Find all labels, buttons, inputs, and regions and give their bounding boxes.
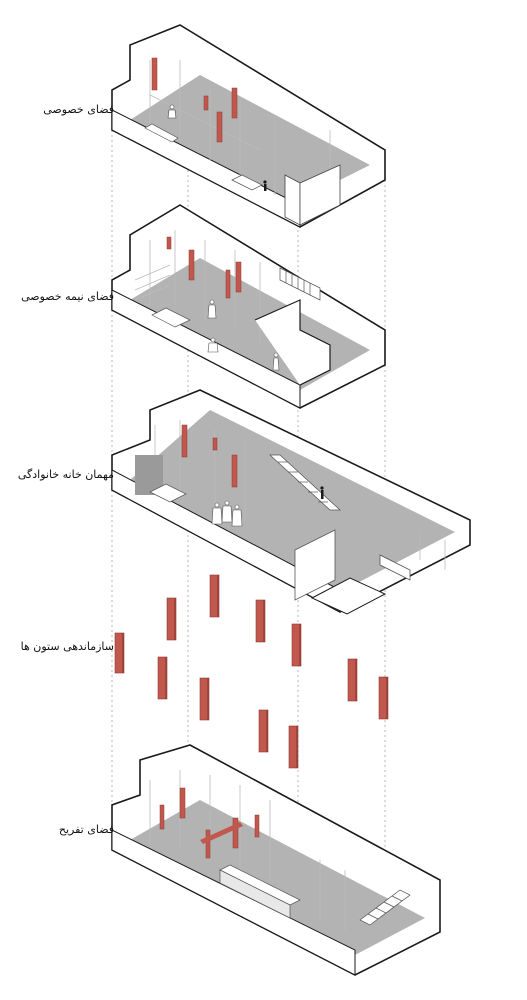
red-column xyxy=(159,787,260,859)
level-column-organization xyxy=(114,574,389,769)
person-figure-icon xyxy=(211,500,243,527)
person-figure-icon xyxy=(263,180,267,191)
floor-label-semi-private-space: فضای نیمه خصوصی xyxy=(21,290,114,303)
floor-label-column-organization: سازماندهی ستون ها xyxy=(20,640,114,653)
staircase-icon xyxy=(359,889,411,926)
red-column xyxy=(181,424,238,488)
floor-label-family-guest-house: مهمان خانه خانوادگی xyxy=(17,468,114,481)
red-column xyxy=(151,57,238,143)
level-family-guest-house xyxy=(111,389,471,615)
person-figure-icon xyxy=(320,486,324,499)
level-semi-private-space xyxy=(111,204,386,409)
person-figure-icon xyxy=(167,104,177,119)
floor-label-recreation-space: فضای تفریح xyxy=(58,823,114,836)
level-private-space xyxy=(111,24,386,228)
floor-label-private-space: فضای خصوصی xyxy=(43,103,114,116)
red-column xyxy=(166,236,242,299)
staircase-icon xyxy=(279,267,321,301)
level-recreation-space xyxy=(111,744,441,976)
person-figure-icon xyxy=(207,299,280,371)
